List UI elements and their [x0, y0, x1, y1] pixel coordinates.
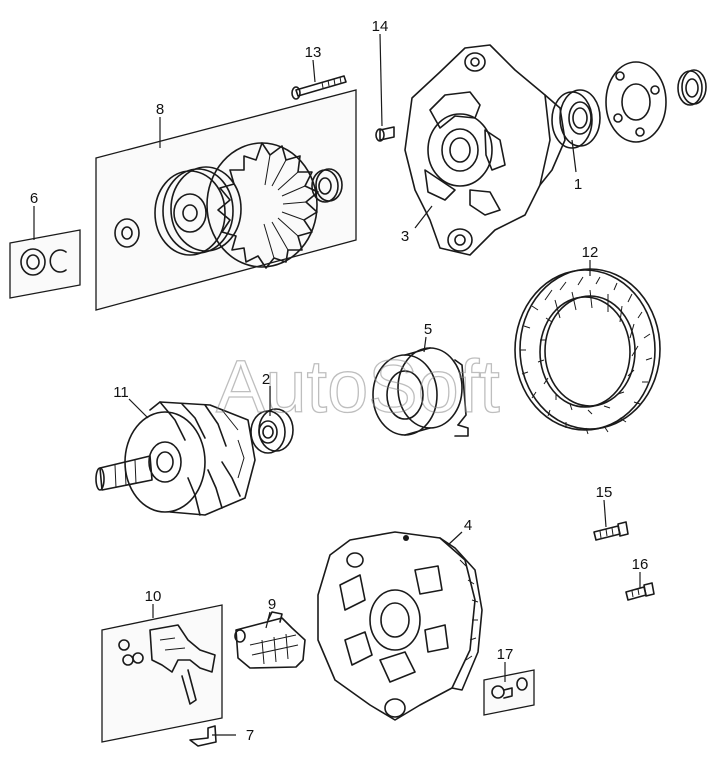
callout-2: 2	[262, 371, 270, 388]
rectifier-bridge	[234, 611, 306, 669]
callout-16: 16	[632, 556, 649, 573]
callout-5: 5	[424, 321, 432, 338]
callout-1: 1	[574, 176, 582, 193]
rear-bearing	[250, 408, 294, 454]
bushing-clip-panel	[9, 229, 81, 299]
watermark-text: AutoSoft	[216, 345, 500, 428]
callout-14: 14	[372, 18, 389, 35]
terminal-kit-panel	[483, 669, 535, 716]
callout-4: 4	[464, 517, 472, 534]
bolt-16	[625, 582, 655, 601]
spacer-ring	[677, 69, 707, 106]
bolt-15	[593, 521, 629, 541]
callout-8: 8	[156, 101, 164, 118]
slip-ring-collar	[372, 347, 469, 437]
callout-10: 10	[145, 588, 162, 605]
leader-lines	[33, 33, 641, 736]
front-bearing	[551, 89, 601, 149]
washer-left	[114, 218, 140, 248]
small-screw	[375, 126, 395, 142]
callout-15: 15	[596, 484, 613, 501]
callout-7: 7	[246, 727, 254, 744]
brush-holder-panel	[101, 604, 223, 743]
pulley-fan-assembly-panel	[95, 89, 357, 311]
panel-8-outline	[95, 89, 357, 311]
callout-17: 17	[497, 646, 514, 663]
panel-17-outline	[483, 669, 535, 716]
mounting-bracket	[189, 725, 217, 747]
bushing-right	[311, 168, 343, 203]
retainer-plate	[605, 61, 667, 143]
callout-9: 9	[268, 596, 276, 613]
stator	[514, 268, 661, 435]
rear-housing	[317, 531, 483, 721]
panel-10-outline	[101, 604, 223, 743]
callout-12: 12	[582, 244, 599, 261]
long-through-bolt	[291, 75, 347, 100]
callout-13: 13	[305, 44, 322, 61]
front-housing	[404, 44, 566, 256]
callout-3: 3	[401, 228, 409, 245]
cooling-fan	[206, 142, 319, 269]
callout-11: 11	[113, 384, 129, 401]
pulley	[154, 166, 242, 256]
callout-6: 6	[30, 190, 38, 207]
rotor	[95, 401, 256, 516]
